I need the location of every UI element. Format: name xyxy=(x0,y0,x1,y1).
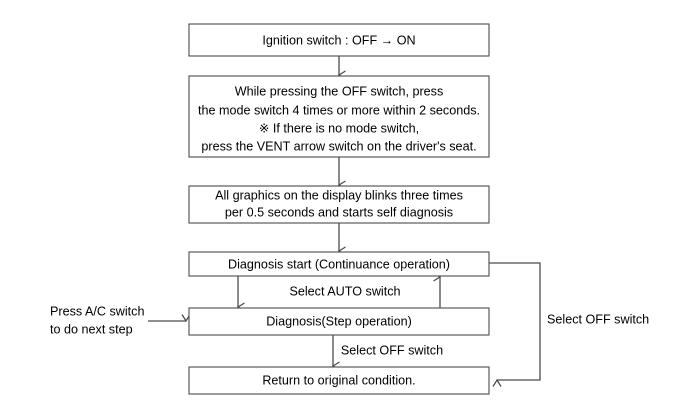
diagnosis-start-box: Diagnosis start (Continuance operation) xyxy=(188,251,490,277)
return-condition-box-rect xyxy=(188,366,490,395)
press-off-switch-box-line-1: While pressing the OFF switch, press xyxy=(235,84,444,98)
edge-label-select-off-switch-right: Select OFF switch xyxy=(547,312,649,326)
edge-label-select-auto-switch: Select AUTO switch xyxy=(289,284,400,298)
ignition-switch-box-rect xyxy=(188,23,490,57)
diagnosis-start-box-rect xyxy=(188,251,490,277)
press-off-switch-box-rect xyxy=(188,75,490,158)
display-blink-box-rect xyxy=(188,185,490,224)
press-off-switch-box-line-2: the mode switch 4 times or more within 2… xyxy=(198,103,480,117)
diagnosis-step-box-line-1: Diagnosis(Step operation) xyxy=(266,314,412,328)
return-condition-box: Return to original condition. xyxy=(188,366,490,395)
connector-layer xyxy=(148,56,541,387)
edge-label-select-off-switch-step: Select OFF switch xyxy=(341,343,443,357)
display-blink-box: All graphics on the display blinks three… xyxy=(188,185,490,224)
connector-diagnosis-start-to-return-off xyxy=(489,262,541,387)
diagnosis-step-box: Diagnosis(Step operation) xyxy=(188,307,490,336)
return-condition-box-line-1: Return to original condition. xyxy=(262,373,415,387)
display-blink-box-line-1: All graphics on the display blinks three… xyxy=(215,188,463,202)
edge-label-layer: Select AUTO switch Select OFF switch Sel… xyxy=(50,284,649,357)
edge-label-next-step-line2: to do next step xyxy=(50,322,133,336)
press-off-switch-box-line-4: press the VENT arrow switch on the drive… xyxy=(201,139,476,153)
press-off-switch-box-line-3: ※ If there is no mode switch, xyxy=(259,121,419,135)
ignition-switch-box: Ignition switch : OFF → ON xyxy=(188,23,490,57)
diagnosis-step-box-rect xyxy=(188,307,490,336)
diagnosis-start-box-line-1: Diagnosis start (Continuance operation) xyxy=(228,257,450,271)
press-off-switch-box: While pressing the OFF switch, press the… xyxy=(188,75,490,158)
display-blink-box-line-2: per 0.5 seconds and starts self diagnosi… xyxy=(225,205,453,219)
ignition-switch-box-line-1: Ignition switch : OFF → ON xyxy=(262,33,415,47)
edge-label-press-ac-switch-line1: Press A/C switch xyxy=(50,304,144,318)
